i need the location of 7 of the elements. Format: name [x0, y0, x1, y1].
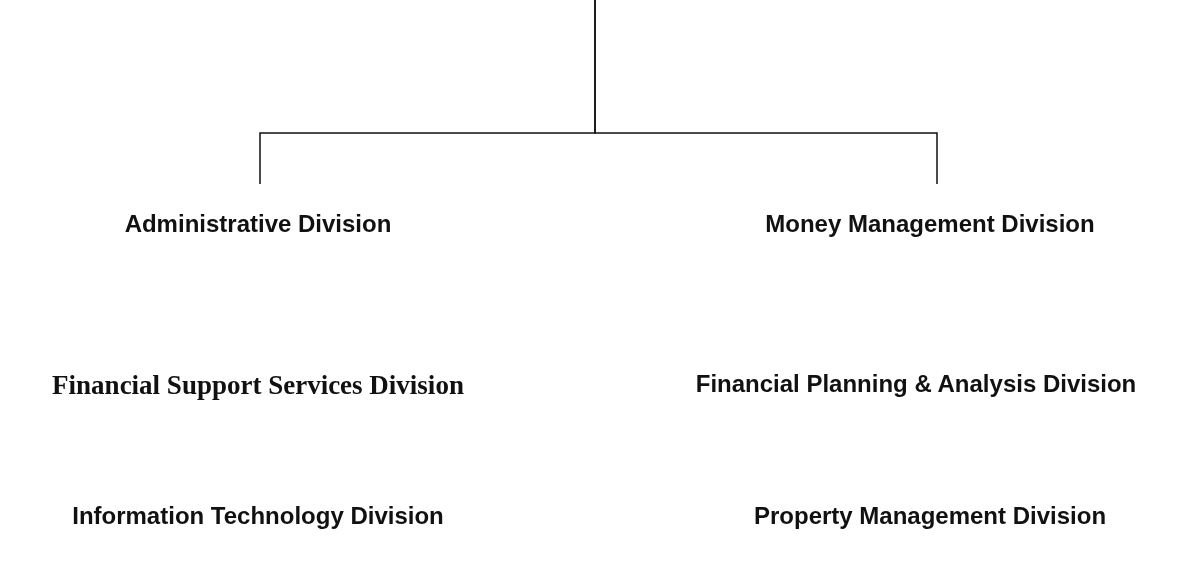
connector-line — [594, 0, 938, 185]
division-name: Financial Support Services Division — [52, 370, 464, 401]
division-name: Financial Planning & Analysis Division — [695, 370, 1137, 398]
division-name: Money Management Division — [765, 210, 1095, 238]
division-name: Information Technology Division — [72, 502, 444, 530]
division-name: Property Management Division — [753, 502, 1107, 530]
division-name: Administrative Division — [124, 210, 392, 238]
